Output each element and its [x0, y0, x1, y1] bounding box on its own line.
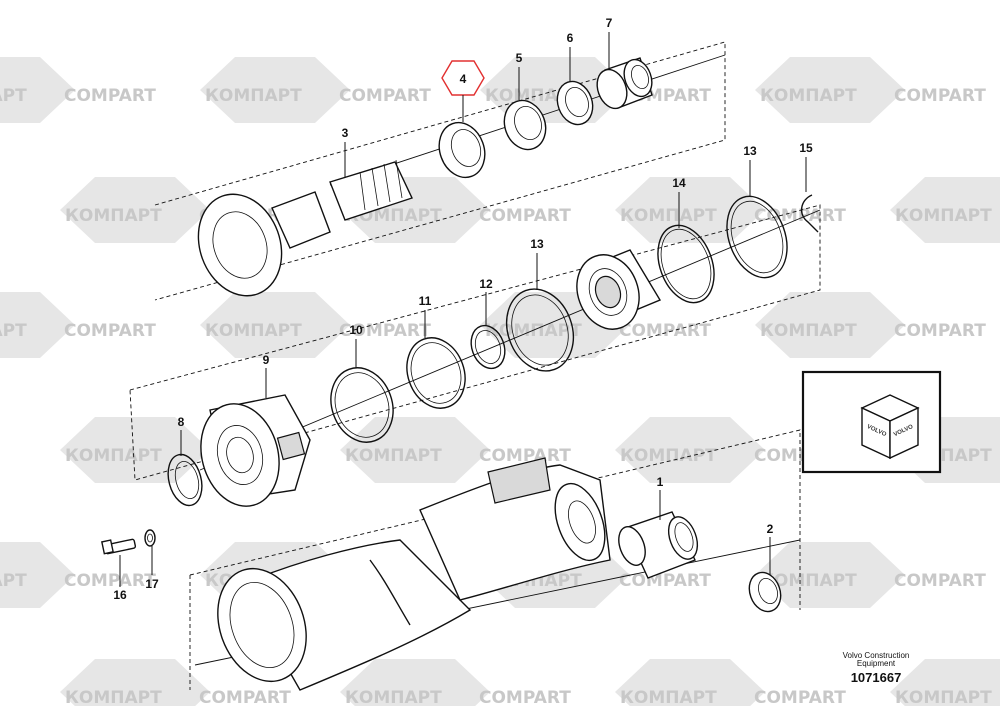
callout-13-middle: 13 [530, 237, 544, 251]
piston-rod [197, 159, 413, 297]
watermark-word-left: КОМПАРТ [895, 206, 992, 226]
watermark-word-left: КОМПАРТ [760, 321, 857, 341]
callout-16: 16 [113, 588, 127, 602]
callout-13-right: 13 [743, 144, 757, 158]
callout-9: 9 [263, 353, 270, 367]
watermark-hexagon [755, 292, 905, 358]
watermark-word-left: КОМПАРТ [0, 571, 27, 591]
snap-ring-8 [167, 453, 203, 507]
caption-line-2: Equipment [857, 659, 896, 668]
watermark-hexagon [755, 57, 905, 123]
watermark-word-left: КОМПАРТ [620, 206, 717, 226]
watermark-word-left: КОМПАРТ [620, 688, 717, 706]
watermark-hexagon [60, 417, 210, 483]
callout-14: 14 [672, 176, 686, 190]
document-number: 1071667 [851, 670, 902, 685]
watermark-word-left: КОМПАРТ [345, 688, 442, 706]
watermark-word-left: КОМПАРТ [65, 206, 162, 226]
watermark-word-left: КОМПАРТ [760, 571, 857, 591]
watermark-word-right: COMPART [754, 688, 846, 706]
callout-12: 12 [479, 277, 493, 291]
watermark-word-right: COMPART [479, 446, 571, 466]
watermark-word-right: COMPART [894, 86, 986, 106]
callout-11: 11 [419, 294, 432, 308]
watermark-word-right: COMPART [479, 206, 571, 226]
bolt-16 [101, 538, 137, 555]
watermark-word-right: COMPART [619, 571, 711, 591]
washer-17 [144, 529, 156, 547]
watermark-word-right: COMPART [339, 86, 431, 106]
watermark-hexagon [60, 177, 210, 243]
watermark-word-right: COMPART [199, 688, 291, 706]
watermark-word-left: КОМПАРТ [760, 86, 857, 106]
wiper-ring-5 [503, 99, 547, 151]
callout-2: 2 [767, 522, 774, 536]
seal-kit-box: VOLVO VOLVO [801, 370, 942, 474]
watermark-word-left: КОМПАРТ [895, 688, 992, 706]
callout-6: 6 [567, 31, 574, 45]
watermark-hexagon [0, 57, 75, 123]
seal-2 [748, 571, 782, 613]
watermark-word-left: КОМПАРТ [205, 86, 302, 106]
watermark-word-left: КОМПАРТ [345, 446, 442, 466]
watermark-hexagon [200, 292, 350, 358]
bushing-7 [596, 57, 653, 110]
callout-3: 3 [342, 126, 349, 140]
watermark-word-right: COMPART [754, 206, 846, 226]
watermark-word-left: КОМПАРТ [620, 446, 717, 466]
callout-labels: 4 5 6 7 3 13 15 14 13 12 11 10 9 8 1 2 1… [113, 16, 831, 602]
watermark-word-right: COMPART [339, 321, 431, 341]
seal-rings-middle [330, 195, 788, 443]
watermark-word-right: COMPART [64, 86, 156, 106]
watermark-hexagon [200, 57, 350, 123]
piston [576, 249, 662, 330]
watermark-word-right: COMPART [64, 571, 156, 591]
watermark-word-left: КОМПАРТ [65, 446, 162, 466]
watermark-word-right: COMPART [64, 321, 156, 341]
leader-lines [119, 32, 860, 587]
bushing-1 [618, 511, 699, 579]
caption-block: Volvo Construction Equipment 1071667 [843, 651, 910, 685]
callout-4-highlight [441, 60, 485, 96]
watermark-hexagon [0, 542, 75, 608]
callout-10: 10 [349, 323, 363, 337]
watermark-word-left: КОМПАРТ [0, 86, 27, 106]
clip-15 [801, 194, 819, 233]
callout-1: 1 [657, 475, 664, 489]
watermark-hexagon [340, 659, 490, 706]
watermark-hexagon [890, 177, 1000, 243]
callout-17: 17 [145, 577, 159, 591]
watermark-word-right: COMPART [894, 571, 986, 591]
caption-line-1: Volvo Construction [843, 651, 910, 660]
callout-8: 8 [178, 415, 185, 429]
watermark-word-left: КОМПАРТ [485, 321, 582, 341]
callout-5: 5 [516, 51, 523, 65]
watermark-hexagon [0, 292, 75, 358]
seal-ring-4 [438, 121, 486, 179]
callout-4: 4 [460, 72, 467, 86]
watermark-hexagon [890, 659, 1000, 706]
watermark-word-left: КОМПАРТ [205, 321, 302, 341]
watermark-hexagon [755, 542, 905, 608]
watermark-word-left: КОМПАРТ [65, 688, 162, 706]
cylinder-tube [217, 457, 611, 691]
watermark-word-right: COMPART [619, 321, 711, 341]
ring-6 [556, 80, 594, 126]
watermark-word-left: КОМПАРТ [0, 321, 27, 341]
watermark-hexagon [615, 659, 765, 706]
callout-15: 15 [799, 141, 813, 155]
watermark-word-right: COMPART [894, 321, 986, 341]
callout-7: 7 [606, 16, 613, 30]
watermark-hexagon [615, 417, 765, 483]
watermark-word-right: COMPART [479, 688, 571, 706]
watermark-hexagon [60, 659, 210, 706]
cylinder-head-9 [200, 394, 311, 507]
